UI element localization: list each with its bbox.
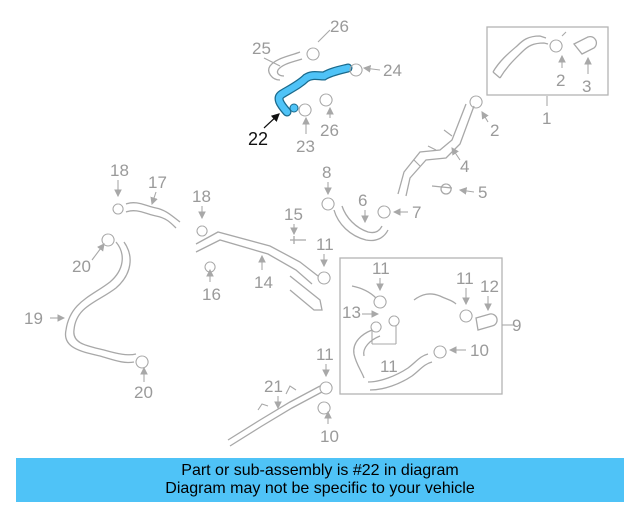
svg-text:20: 20 xyxy=(134,383,153,402)
svg-text:2: 2 xyxy=(556,71,565,90)
hose-part-6[interactable] xyxy=(333,205,389,242)
pipe-part-21[interactable] xyxy=(227,385,323,447)
info-banner: Part or sub-assembly is #22 in diagram D… xyxy=(16,458,624,502)
hose-part-19[interactable] xyxy=(64,241,137,364)
hose-part-25[interactable] xyxy=(268,51,303,81)
hose-part-22[interactable] xyxy=(274,63,353,117)
clamp-part-23[interactable] xyxy=(298,103,312,117)
callout-1: 1 xyxy=(542,109,551,128)
clamp-part-2-pipe[interactable] xyxy=(469,95,483,109)
svg-text:26: 26 xyxy=(320,121,339,140)
clamp-part-11-left[interactable] xyxy=(317,271,331,285)
clamp-part-24[interactable] xyxy=(349,63,363,77)
svg-text:10: 10 xyxy=(470,341,489,360)
svg-text:10: 10 xyxy=(320,427,339,446)
svg-text:6: 6 xyxy=(358,191,367,210)
clip-part-18-left[interactable] xyxy=(112,203,124,215)
group-box-1 xyxy=(486,26,609,96)
bolt-part-15[interactable] xyxy=(290,236,306,244)
svg-text:3: 3 xyxy=(582,77,591,96)
svg-text:18: 18 xyxy=(110,161,129,180)
callout-9: 9 xyxy=(512,316,521,335)
banner-line-1: Part or sub-assembly is #22 in diagram xyxy=(181,462,459,479)
clamp-part-26-mid[interactable] xyxy=(319,93,333,107)
svg-text:11: 11 xyxy=(456,269,474,288)
svg-text:7: 7 xyxy=(412,203,421,222)
svg-text:19: 19 xyxy=(24,309,43,328)
bolt-part-5[interactable] xyxy=(431,183,453,195)
clamp-part-8[interactable] xyxy=(321,197,335,211)
svg-text:11: 11 xyxy=(316,235,334,254)
svg-text:16: 16 xyxy=(202,285,221,304)
svg-text:25: 25 xyxy=(252,39,271,58)
svg-text:21: 21 xyxy=(264,377,283,396)
svg-text:17: 17 xyxy=(148,173,167,192)
svg-text:23: 23 xyxy=(296,137,315,156)
clamp-part-26-top[interactable] xyxy=(306,47,320,61)
fitting-part-12[interactable] xyxy=(475,313,498,331)
clamp-part-7[interactable] xyxy=(377,205,391,219)
svg-text:11: 11 xyxy=(316,345,334,364)
svg-text:13: 13 xyxy=(342,303,361,322)
clamp-part-20-bottom[interactable] xyxy=(135,355,149,369)
hose-part-box9-lower[interactable] xyxy=(367,353,433,391)
svg-text:18: 18 xyxy=(192,187,211,206)
svg-text:11: 11 xyxy=(380,357,398,376)
pipe-part-14[interactable] xyxy=(195,231,323,311)
svg-text:8: 8 xyxy=(322,163,331,182)
clamp-part-2-box[interactable] xyxy=(549,31,567,53)
svg-text:14: 14 xyxy=(254,273,273,292)
group-box-9 xyxy=(339,257,503,395)
hose-part-box9-middle[interactable] xyxy=(353,329,381,379)
svg-text:11: 11 xyxy=(372,259,390,278)
banner-line-2: Diagram may not be specific to your vehi… xyxy=(165,480,475,497)
clip-part-18-right[interactable] xyxy=(196,225,208,237)
hose-part-1[interactable] xyxy=(492,35,549,79)
svg-text:24: 24 xyxy=(383,61,402,80)
clamp-part-11-box-c[interactable] xyxy=(370,315,400,333)
clamp-part-20-top[interactable] xyxy=(101,233,115,247)
hose-part-17[interactable] xyxy=(125,202,181,229)
svg-text:2: 2 xyxy=(490,121,499,140)
clamp-part-11-bottom[interactable] xyxy=(319,381,333,395)
svg-text:20: 20 xyxy=(72,257,91,276)
svg-text:12: 12 xyxy=(480,277,499,296)
fitting-part-3[interactable] xyxy=(572,35,598,55)
clamp-part-11-box-a[interactable] xyxy=(373,295,387,309)
parts-diagram: 3 2 1 25 26 22 24 23 26 2 xyxy=(24,17,609,447)
svg-text:26: 26 xyxy=(330,17,349,36)
clamp-part-10-bottom[interactable] xyxy=(317,401,331,415)
svg-text:5: 5 xyxy=(478,183,487,202)
clamp-part-10-box[interactable] xyxy=(433,345,447,359)
pipe-part-4[interactable] xyxy=(397,103,475,197)
svg-text:15: 15 xyxy=(284,205,303,224)
clamp-part-11-box-b[interactable] xyxy=(459,309,473,323)
hose-part-box9-upper[interactable] xyxy=(351,285,457,305)
callout-22: 22 xyxy=(248,129,268,149)
svg-text:4: 4 xyxy=(460,157,469,176)
